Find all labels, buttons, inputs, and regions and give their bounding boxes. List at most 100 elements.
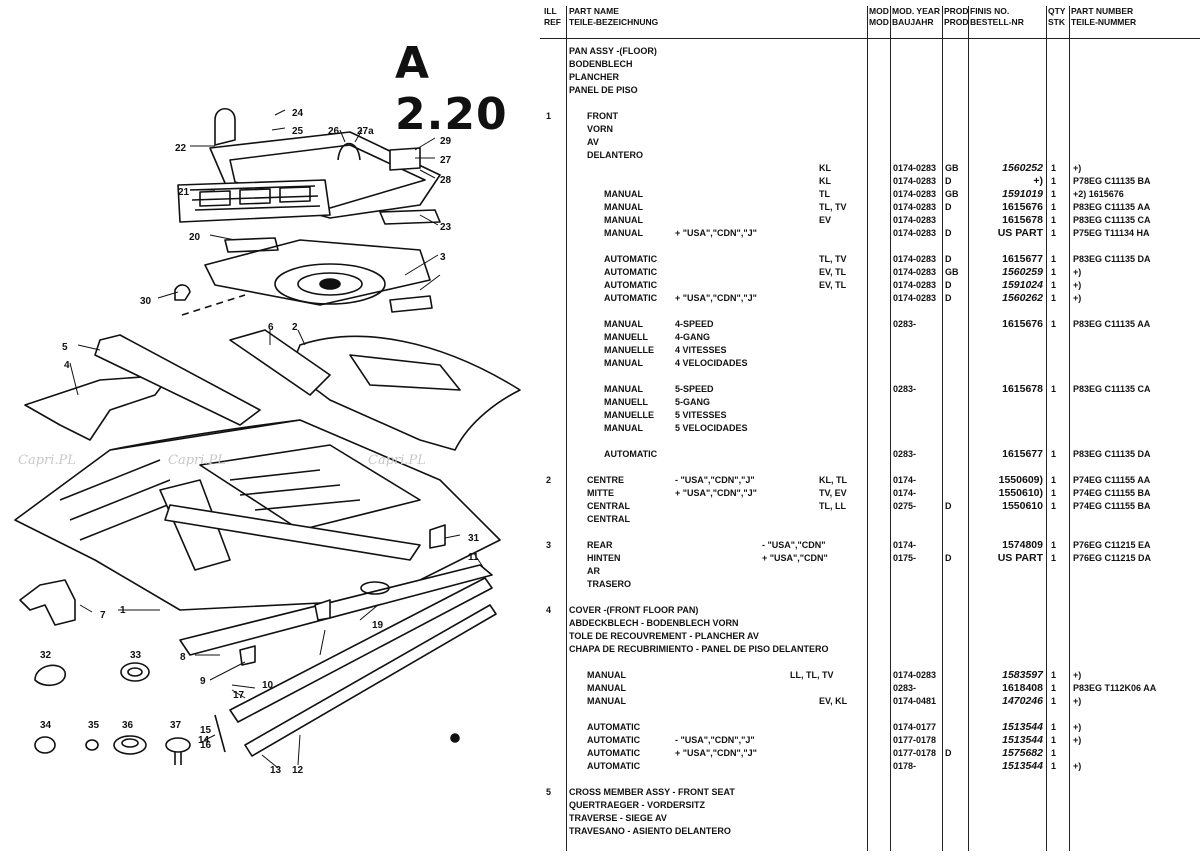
callout-number: 24 — [292, 108, 304, 119]
cell-qty: 1 — [1051, 540, 1057, 550]
cell-qty: 1 — [1051, 293, 1057, 303]
cell-name: PAN ASSY -(FLOOR) — [569, 46, 657, 56]
cell-sub2: AUTOMATIC — [604, 293, 658, 303]
callout-number: 37 — [170, 720, 182, 731]
part-number-cell: +) — [1073, 761, 1082, 771]
callout-number: 19 — [372, 620, 384, 631]
cell-mod: TL, TV — [819, 202, 847, 212]
callout-number: 23 — [440, 222, 452, 233]
mod-year-cell: 0174-0177 — [893, 722, 937, 732]
ill-ref-number: 3 — [546, 540, 552, 550]
column-divider — [1069, 6, 1070, 851]
cell-qty: 1 — [1051, 189, 1057, 199]
cell-qty: 1 — [1051, 228, 1057, 238]
cell-sub: MANUAL — [587, 683, 626, 693]
watermark: Capri.PL — [168, 453, 226, 468]
cell-sub: AUTOMATIC — [587, 735, 641, 745]
callout-number: 5 — [62, 342, 68, 353]
cell-note: 5 VELOCIDADES — [675, 423, 748, 433]
cell-mod: TL, TV — [819, 254, 847, 264]
cell-name: BODENBLECH — [569, 59, 633, 69]
watermark: Capri.PL — [18, 453, 76, 468]
part-number-cell: P83EG C11135 AA — [1073, 319, 1151, 329]
cell-note: 5-SPEED — [675, 384, 714, 394]
mod-year-cell: 0174- — [893, 475, 917, 485]
cell-finis: 1618408 — [1002, 682, 1043, 694]
cell-prod: D — [945, 553, 952, 563]
cell-note: 5-GANG — [675, 397, 711, 407]
cell-sub2: MANUAL — [604, 215, 643, 225]
callout-number: 20 — [189, 232, 201, 243]
cell-finis: 1615678 — [1002, 383, 1043, 395]
header-divider — [540, 38, 1200, 39]
callout-number: 6 — [268, 322, 274, 333]
cell-qty: 1 — [1051, 761, 1057, 771]
cell-sub: MANUAL — [587, 696, 626, 706]
cell-qty: 1 — [1051, 163, 1057, 173]
cell-finis: 1550609) — [998, 474, 1043, 486]
part-number-cell: P74EG C11155 BA — [1073, 501, 1151, 511]
callout-number: 28 — [440, 175, 452, 186]
cell-name: TRAVESANO - ASIENTO DELANTERO — [569, 826, 731, 836]
cell-qty: 1 — [1051, 267, 1057, 277]
cell-qty: 1 — [1051, 254, 1057, 264]
cell-qty: 1 — [1051, 319, 1057, 329]
cell-name: TRAVERSE - SIEGE AV — [569, 813, 667, 823]
callout-number: 9 — [200, 676, 206, 687]
cell-qty: 1 — [1051, 176, 1057, 186]
cell-qty: 1 — [1051, 449, 1057, 459]
cell-finis: 1615677 — [1002, 448, 1043, 460]
cell-finis: 1560252 — [1002, 162, 1043, 174]
cell-mod: KL — [819, 176, 831, 186]
cell-sub2: AUTOMATIC — [604, 449, 658, 459]
part-number-cell: P83EG C11135 CA — [1073, 215, 1151, 225]
cell-qty: 1 — [1051, 202, 1057, 212]
cell-qty: 1 — [1051, 735, 1057, 745]
cell-name: COVER -(FRONT FLOOR PAN) — [569, 605, 699, 615]
mod-year-cell: 0177-0178 — [893, 748, 937, 758]
column-divider — [566, 6, 567, 851]
column-divider — [890, 6, 891, 851]
part-number-cell: +) — [1073, 163, 1082, 173]
cell-finis: 1560262 — [1002, 292, 1043, 304]
part-number-cell: +) — [1073, 696, 1082, 706]
part-number-cell: +) — [1073, 293, 1082, 303]
cell-mod: TV, EV — [819, 488, 847, 498]
part-number-cell: +2) 1615676 — [1073, 189, 1124, 199]
cell-sub2: MANUAL — [604, 228, 643, 238]
cell-mod: KL, TL — [819, 475, 847, 485]
mod-year-cell: 0174-0283 — [893, 254, 937, 264]
cell-qty: 1 — [1051, 215, 1057, 225]
cell-finis: 1615678 — [1002, 214, 1043, 226]
cell-note: 5 VITESSES — [675, 410, 727, 420]
cell-sub2: MANUELLE — [604, 410, 654, 420]
cell-qty: 1 — [1051, 488, 1057, 498]
cell-note: 4 VELOCIDADES — [675, 358, 748, 368]
mod-year-cell: 0174-0283 — [893, 189, 937, 199]
cell-sub2: MANUAL — [604, 384, 643, 394]
part-number-cell: P74EG C11155 AA — [1073, 475, 1151, 485]
cell-finis: 1583597 — [1002, 669, 1043, 681]
cell-finis: 1513544 — [1002, 760, 1043, 772]
callout-number: 36 — [122, 720, 134, 731]
cell-finis: 1550610) — [998, 487, 1043, 499]
callout-number: 22 — [175, 143, 187, 154]
ill-ref-number: 1 — [546, 111, 552, 121]
cell-name: PLANCHER — [569, 72, 620, 82]
part-number-cell: +) — [1073, 735, 1082, 745]
cell-sub: CENTRAL — [587, 514, 630, 524]
cell-finis: 1591019 — [1002, 188, 1043, 200]
cell-sub2: MANUELL — [604, 397, 648, 407]
mod-year-cell: 0177-0178 — [893, 735, 937, 745]
cell-note2: - "USA","CDN" — [762, 540, 826, 550]
ill-ref-number: 4 — [546, 605, 552, 615]
cell-qty: 1 — [1051, 553, 1057, 563]
callout-number: 27a — [357, 126, 374, 137]
cell-finis: +) — [1033, 175, 1043, 187]
cell-mod: KL — [819, 163, 831, 173]
cell-note: + "USA","CDN","J" — [675, 488, 757, 498]
cell-sub: HINTEN — [587, 553, 621, 563]
mod-year-cell: 0174-0283 — [893, 228, 937, 238]
callout-number: 30 — [140, 296, 152, 307]
